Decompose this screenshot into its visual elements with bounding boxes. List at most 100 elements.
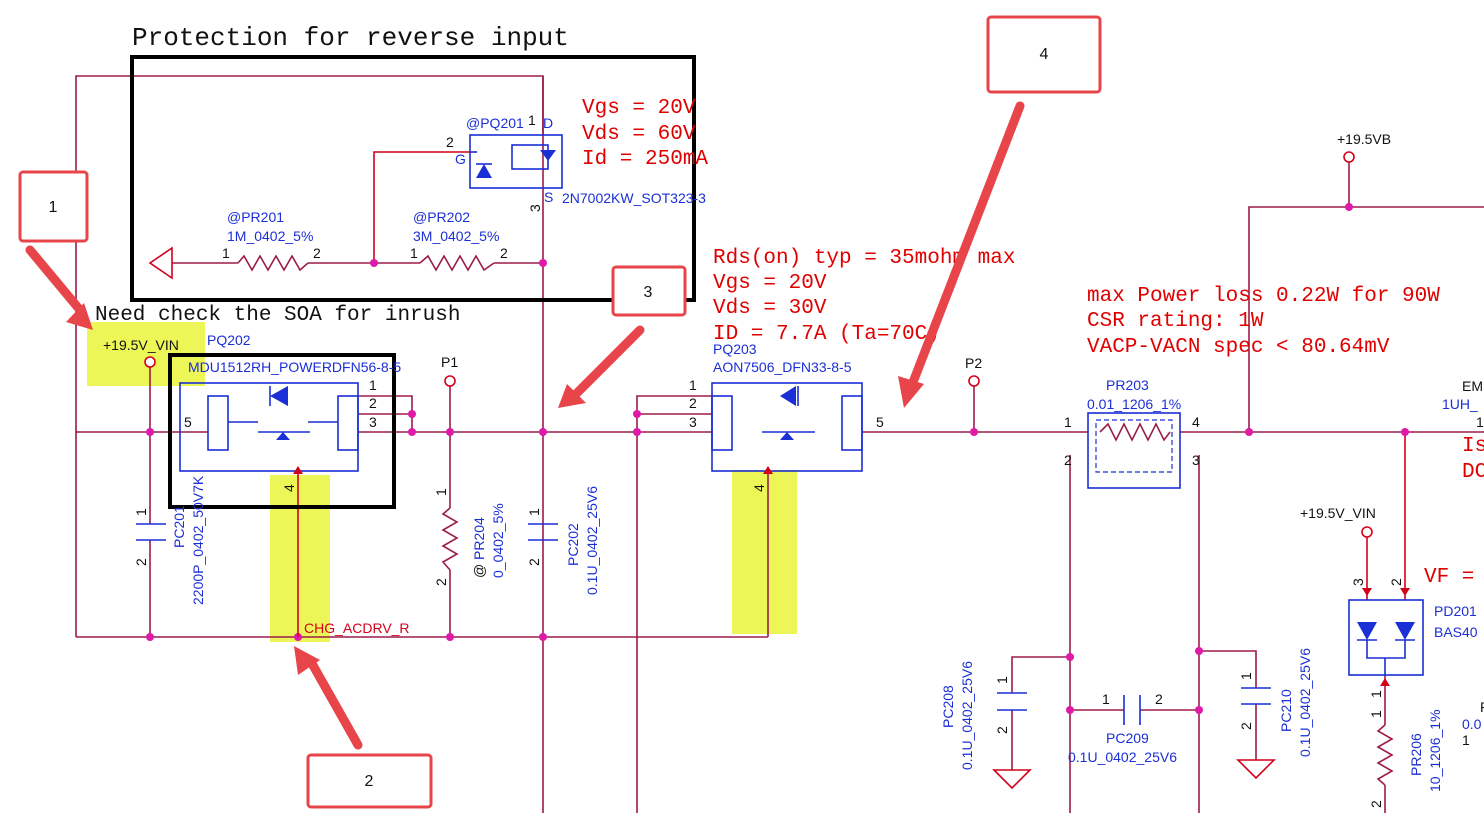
protection-title: Protection for reverse input: [132, 23, 569, 53]
pc208-value: 0.1U_0402_25V6: [959, 661, 975, 770]
pc208-ref: PC208: [940, 685, 956, 728]
svg-text:4: 4: [1192, 414, 1200, 430]
svg-text:2: 2: [1388, 578, 1404, 586]
pq201-source-label: S: [544, 189, 553, 205]
svg-text:2: 2: [313, 245, 321, 261]
pq203-ref: PQ203: [713, 341, 757, 357]
pq203-spec-block: Rds(on) typ = 35mohm max Vgs = 20V Vds =…: [713, 247, 1015, 346]
callout-3: 3: [611, 265, 687, 317]
pc202-ref: PC202: [565, 523, 581, 566]
right-edge-vf: VF =: [1424, 566, 1474, 589]
svg-text:2: 2: [994, 726, 1010, 734]
pq203-spec-id: ID = 7.7A (Ta=70C): [713, 323, 940, 346]
pr203-symbol: [1087, 412, 1181, 489]
net-vb-label: +19.5VB: [1337, 131, 1391, 147]
svg-text:1: 1: [433, 488, 449, 496]
soa-note: Need check the SOA for inrush: [95, 304, 460, 327]
svg-text:3: 3: [1350, 578, 1366, 586]
pr202-ref: @PR202: [413, 209, 470, 225]
svg-text:1: 1: [994, 676, 1010, 684]
svg-text:5: 5: [184, 414, 192, 430]
highlight-pq203-gate: [732, 470, 797, 634]
protection-box: [130, 55, 696, 302]
pc210-ref: PC210: [1278, 689, 1294, 732]
partial-right-p: P: [1480, 699, 1484, 715]
pq201-gate-label: G: [455, 151, 466, 167]
svg-text:1: 1: [526, 508, 542, 516]
pr201-zigzag: [237, 254, 309, 272]
svg-text:2: 2: [433, 578, 449, 586]
pq201-ref: @PQ201: [466, 115, 524, 131]
pr204-at: @: [471, 564, 487, 578]
pr204-ref: PR204: [471, 517, 487, 560]
svg-text:2: 2: [133, 558, 149, 566]
pq203-spec-vds: Vds = 30V: [713, 297, 827, 320]
pc209-ref: PC209: [1106, 730, 1149, 746]
pc209-value: 0.1U_0402_25V6: [1068, 749, 1177, 765]
pr202-value: 3M_0402_5%: [413, 228, 499, 244]
pc210-value: 0.1U_0402_25V6: [1297, 648, 1313, 757]
svg-text:2: 2: [1064, 452, 1072, 468]
pq202-ref: PQ202: [207, 332, 251, 348]
pr201-ref: @PR201: [227, 209, 284, 225]
pr203-value: 0.01_1206_1%: [1087, 396, 1181, 412]
junction-dots: [146, 203, 1409, 714]
svg-text:3: 3: [644, 284, 653, 301]
callout-arrows: [25, 101, 1025, 750]
svg-text:1: 1: [369, 377, 377, 393]
svg-text:1: 1: [1102, 691, 1110, 707]
svg-text:1: 1: [1368, 710, 1384, 718]
pc201-ref: PC201: [171, 505, 187, 548]
net-vin-label: +19.5V_VIN: [103, 337, 179, 353]
right-edge-dc: DC: [1462, 461, 1484, 484]
svg-text:2: 2: [500, 245, 508, 261]
pin-numbers: 1 2 1 2 2 1 3 5 1 2 3 4 1 2 3 5 4 1 2 1 …: [133, 112, 1484, 808]
pr203-spec-vacp: VACP-VACN spec < 80.64mV: [1087, 336, 1390, 359]
em-ref: EM: [1462, 378, 1483, 394]
pr203-spec-power: max Power loss 0.22W for 90W: [1087, 285, 1440, 308]
svg-text:4: 4: [1040, 46, 1049, 63]
pr203-spec-block: max Power loss 0.22W for 90W CSR rating:…: [1087, 285, 1440, 359]
partial-right-value: 0.0: [1462, 716, 1482, 732]
pq201-part: 2N7002KW_SOT323-3: [562, 190, 706, 206]
svg-text:1: 1: [410, 245, 418, 261]
pq203-part: AON7506_DFN33-8-5: [713, 359, 852, 375]
pq203-symbol: [711, 382, 863, 474]
svg-text:1: 1: [1476, 414, 1484, 430]
pq201-spec-vgs: Vgs = 20V: [582, 97, 696, 120]
wires: [75, 75, 1484, 813]
svg-text:1: 1: [1238, 672, 1254, 680]
pq201-drain-label: D: [543, 115, 553, 131]
ground-pc208: [992, 769, 1032, 790]
pq201-symbol: [469, 134, 563, 189]
pc202-value: 0.1U_0402_25V6: [584, 486, 600, 595]
svg-text:2: 2: [1368, 800, 1384, 808]
pd201-ref: PD201: [1434, 603, 1477, 619]
capacitor-symbols: [136, 523, 1271, 725]
net-p1-label: P1: [441, 354, 458, 370]
pr206-value: 10_1206_1%: [1427, 709, 1443, 792]
svg-text:1: 1: [133, 508, 149, 516]
pd201-part: BAS40: [1434, 624, 1478, 640]
net-pins: [144, 151, 1373, 538]
pq202-box: [168, 353, 396, 509]
svg-text:3: 3: [689, 414, 697, 430]
pq203-spec-rds: Rds(on) typ = 35mohm max: [713, 247, 1015, 270]
highlight-pq202-gate: [270, 475, 330, 642]
right-edge-is: Is: [1462, 435, 1484, 458]
svg-text:4: 4: [751, 484, 767, 492]
pq201-spec-id: Id = 250mA: [582, 148, 708, 171]
callout-4: 4: [986, 15, 1102, 94]
ground-pc210: [1236, 759, 1276, 780]
callout-2: 2: [306, 753, 433, 809]
em-value: 1UH_: [1442, 396, 1478, 412]
svg-text:4: 4: [281, 484, 297, 492]
svg-text:1: 1: [689, 377, 697, 393]
svg-text:1: 1: [528, 112, 536, 128]
pr204-zigzag: [441, 507, 459, 571]
svg-text:1: 1: [1462, 732, 1470, 748]
svg-text:2: 2: [1238, 722, 1254, 730]
pr206-ref: PR206: [1408, 733, 1424, 776]
pr206-zigzag: [1376, 724, 1394, 786]
